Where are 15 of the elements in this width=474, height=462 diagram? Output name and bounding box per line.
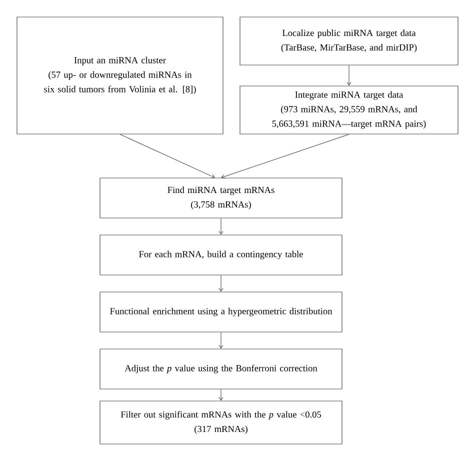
arrow <box>120 134 215 178</box>
arrow <box>218 389 224 401</box>
process-box: Integrate miRNA target data (973 miRNAs, 29,559 mRNAs, and 5,663,591 miRNA—target mRNA pairs) <box>240 86 458 134</box>
process-box: Functional enrichment using a hypergeometric distribution <box>100 292 342 332</box>
process-box: For each mRNA, build a contingency table <box>100 234 342 276</box>
arrow <box>346 65 352 86</box>
process-box: Localize public miRNA target data (TarBase, MirTarBase, and mirDIP) <box>240 16 458 66</box>
process-box: Filter out significant mRNAs with the p value <0.05 (317 mRNAs) <box>100 400 342 444</box>
arrow <box>218 218 224 235</box>
process-box: Find miRNA target mRNAs (3,758 mRNAs) <box>100 178 342 218</box>
arrow <box>218 332 224 349</box>
process-box: Input an miRNA cluster (57 up- or downregulated miRNAs in six solid tumors from Volinia et al. [8]) <box>16 16 224 134</box>
process-box: Adjust the p value using the Bonferroni correction <box>100 348 342 390</box>
arrow <box>221 134 350 179</box>
arrow <box>218 275 224 292</box>
